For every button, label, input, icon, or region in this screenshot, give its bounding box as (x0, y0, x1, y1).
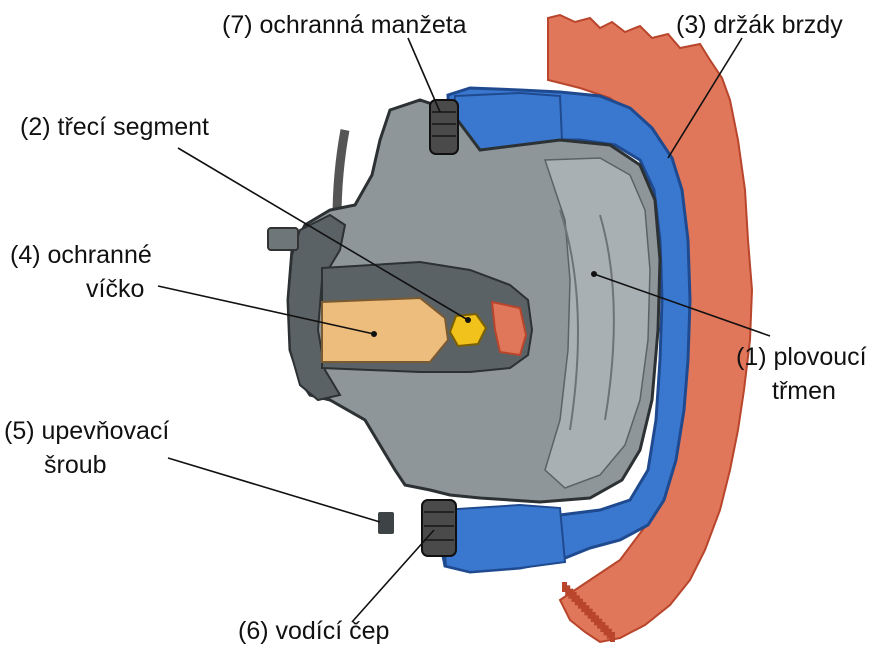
disc-tooth (562, 582, 567, 592)
disc-tooth (584, 605, 590, 616)
disc-tooth (597, 618, 603, 629)
leader-4 (157, 285, 375, 335)
disc-tooth (590, 612, 596, 622)
label-friction-pad: (2) třecí segment (20, 113, 209, 141)
pad-friction-edge (490, 300, 528, 357)
disc-tooth (606, 628, 612, 639)
bleed-screw (267, 227, 299, 251)
leader-1 (593, 273, 771, 337)
leader-7 (407, 37, 441, 113)
leader-dot-1 (591, 271, 597, 277)
label-brake-bracket: (3) držák brzdy (676, 11, 843, 39)
bracket-lower-arm (440, 503, 567, 574)
pad-bolt (448, 312, 488, 348)
disc-tooth (581, 602, 587, 612)
disc-tooth (610, 632, 615, 642)
disc-tooth (574, 595, 580, 606)
upper-guide-boot (429, 99, 459, 155)
caliper-ribs (559, 209, 615, 431)
disc-tooth (587, 608, 593, 619)
label-guide-pin: (6) vodící čep (238, 617, 390, 645)
disc-tooth (578, 598, 583, 609)
caliper-face (543, 157, 651, 489)
label-cap-line2: víčko (86, 275, 145, 303)
label-floating-caliper-line1: (1) plovoucí (736, 343, 867, 371)
caliper-flange (286, 213, 347, 402)
fixing-bolt-head (378, 512, 394, 534)
disc-teeth (562, 582, 615, 642)
disc-tooth (603, 625, 609, 636)
leader-dot-4 (371, 331, 377, 337)
disc-tooth (594, 615, 599, 626)
label-fixing-bolt-line1: (5) upevňovací (4, 417, 170, 445)
leader-5 (167, 457, 381, 523)
label-floating-caliper-line2: třmen (772, 377, 836, 405)
lower-guide-boot (421, 499, 457, 557)
label-fixing-bolt-line2: šroub (44, 451, 107, 479)
leader-2 (177, 147, 469, 321)
leader-6 (351, 529, 435, 623)
leader-dot-2 (465, 317, 471, 323)
disc-tooth (568, 588, 574, 599)
label-protective-boot: (7) ochranná manžeta (222, 11, 467, 39)
disc-tooth (571, 592, 577, 602)
brake-pad (321, 296, 450, 363)
disc-tooth (600, 622, 606, 632)
leader-3 (667, 37, 743, 159)
disc-tooth (565, 585, 571, 596)
label-cap-line1: (4) ochranné (10, 241, 152, 269)
